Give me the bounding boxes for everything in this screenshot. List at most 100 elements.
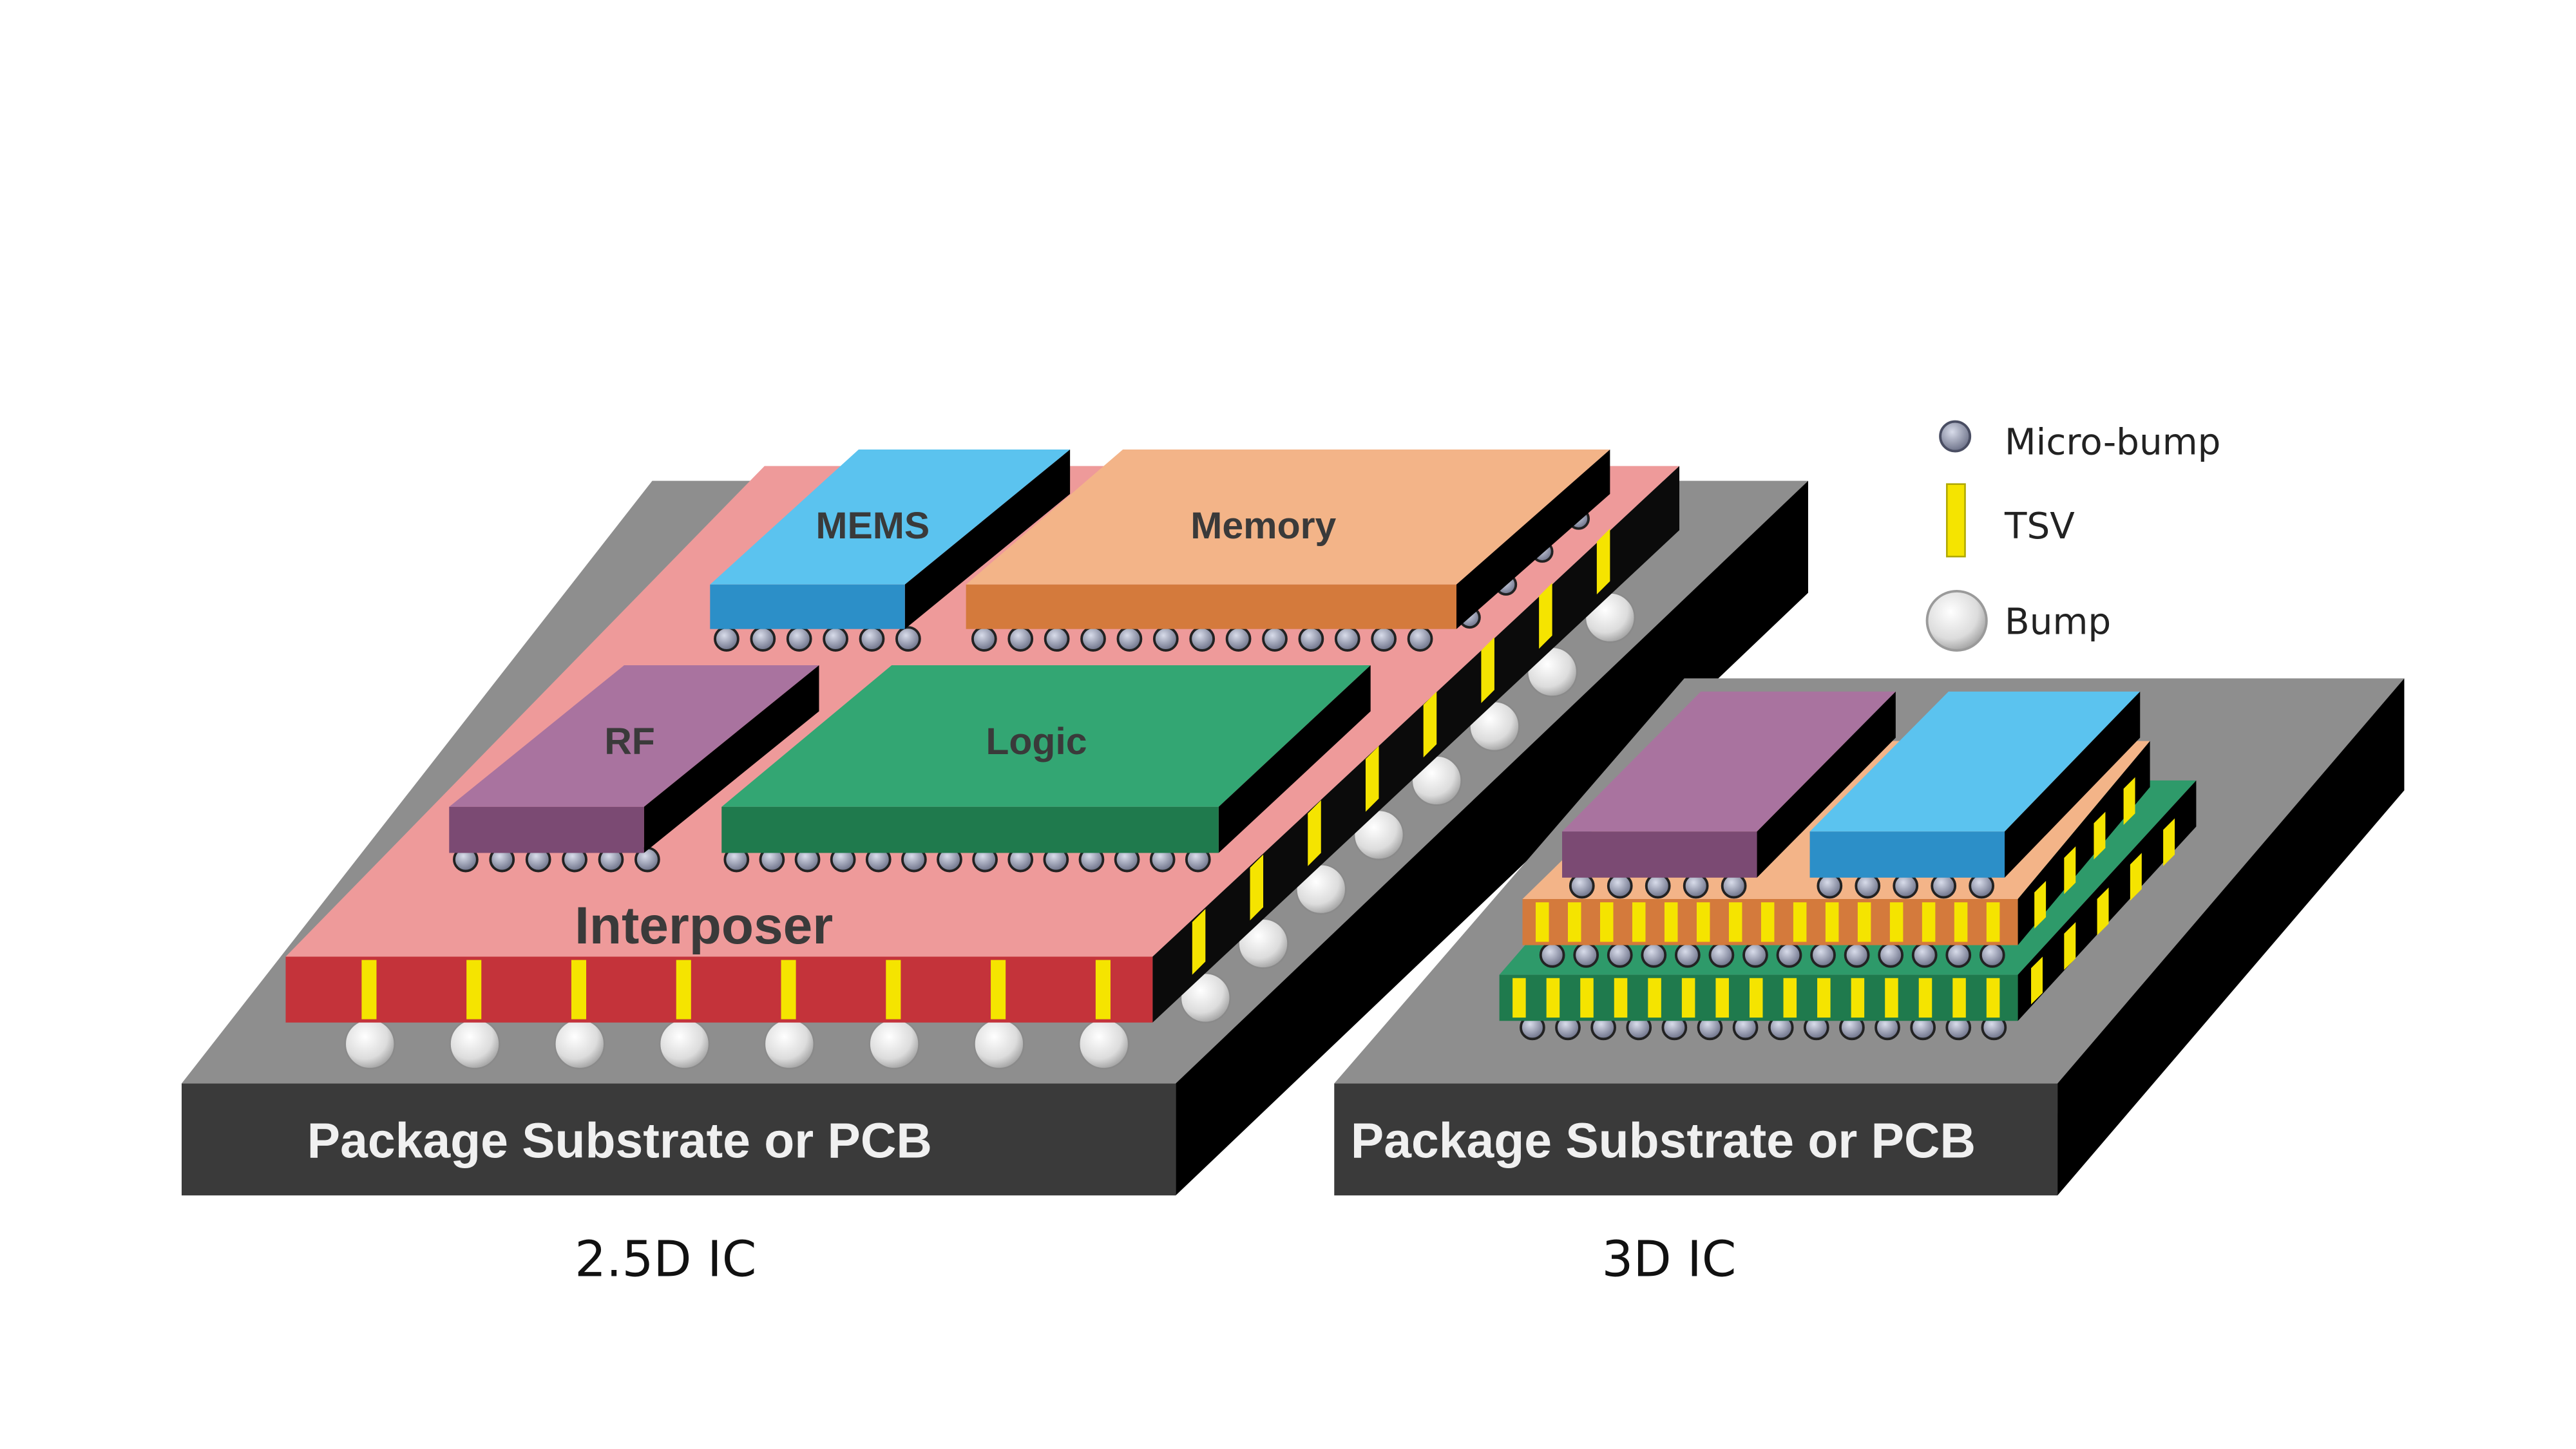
caption-2-5d: 2.5D IC: [575, 1231, 756, 1289]
micro-bump: [823, 626, 848, 652]
micro-bump: [1152, 626, 1179, 652]
top-die-purple: [1562, 691, 1896, 878]
tsv: [1599, 902, 1614, 942]
micro-bump: [1721, 873, 1747, 899]
tsv: [1095, 960, 1111, 1019]
tsv: [1952, 978, 1966, 1018]
tsv: [1817, 978, 1831, 1018]
micro-bump: [1569, 873, 1595, 899]
purple-die-side: [1757, 691, 1896, 878]
bump: [344, 1018, 396, 1070]
right-substrate-side: [2057, 678, 2405, 1196]
micro-bump: [895, 626, 921, 652]
top-die-blue: [1809, 691, 2141, 878]
tsv: [1825, 902, 1839, 942]
blue-die-front: [1809, 831, 2005, 878]
caption-3d: 3D IC: [1602, 1231, 1737, 1289]
bump: [449, 1018, 501, 1070]
micro-bump-icon: [1939, 420, 1972, 453]
micro-bump: [1225, 626, 1252, 652]
legend-label-micro-bump: Micro-bump: [2005, 422, 2220, 464]
tsv: [991, 960, 1006, 1019]
interposer-tsvs: [361, 528, 1610, 1019]
tsv: [1512, 978, 1526, 1018]
interposer-label: Interposer: [575, 896, 833, 955]
tsv: [361, 960, 377, 1019]
memory-top: [966, 450, 1610, 585]
tsv: [1632, 902, 1646, 942]
tsv: [1681, 978, 1695, 1018]
tsv: [1885, 978, 1898, 1018]
micro-bump: [1607, 942, 1633, 968]
memory-side: [1456, 450, 1610, 629]
micro-bump: [971, 626, 997, 652]
bump: [868, 1018, 920, 1070]
right-3d-assembly: Package Substrate or PCB: [1334, 678, 2405, 1289]
micro-bump: [1878, 942, 1904, 968]
micro-bump: [1844, 942, 1870, 968]
tsv: [2123, 777, 2135, 825]
micro-bump: [1607, 873, 1633, 899]
tsv: [1664, 902, 1678, 942]
left-substrate-side: [1176, 480, 1808, 1196]
chip-memory: Memory: [966, 450, 1610, 629]
right-substrate-front: [1334, 1083, 2058, 1196]
tsv: [1568, 902, 1581, 942]
legend-item-bump: Bump: [1925, 589, 2111, 652]
tsv: [1192, 909, 1206, 975]
right-substrate-label: Package Substrate or PCB: [1351, 1113, 1976, 1169]
tsv: [1851, 978, 1865, 1018]
micro-bump: [1855, 873, 1881, 899]
legend: Micro-bump TSV Bump: [1925, 420, 2220, 652]
chip-logic: Logic: [721, 665, 1371, 853]
micro-bump: [1674, 942, 1701, 968]
tsv: [1546, 978, 1560, 1018]
chip-mems: MEMS: [710, 450, 1071, 629]
tsv: [2031, 956, 2043, 1005]
micro-bump: [714, 626, 739, 652]
logic-front: [721, 806, 1219, 853]
legend-item-tsv: TSV: [1946, 483, 2075, 558]
tsv: [1536, 902, 1549, 942]
micro-bump: [1742, 942, 1768, 968]
micro-bump: [1817, 873, 1843, 899]
tsv: [1715, 978, 1729, 1018]
rf-label: RF: [604, 721, 655, 762]
tsv: [781, 960, 796, 1019]
tsv: [676, 960, 691, 1019]
bottom-die-micro-bumps: [1520, 1014, 2007, 1041]
blue-die-side: [2005, 691, 2141, 878]
micro-bump: [1931, 873, 1957, 899]
bump: [973, 1018, 1025, 1070]
tsv: [1749, 978, 1763, 1018]
bump: [658, 1018, 711, 1070]
legend-label-tsv: TSV: [2004, 506, 2075, 547]
middle-die-micro-bumps: [1539, 942, 2005, 968]
micro-bump: [1776, 942, 1802, 968]
tsv: [1614, 978, 1628, 1018]
tsv: [1539, 583, 1552, 649]
tsv: [1793, 902, 1807, 942]
tsv: [1481, 637, 1494, 703]
blue-die-top: [1809, 691, 2141, 832]
tsv: [1696, 902, 1710, 942]
logic-side: [1218, 665, 1371, 853]
rf-side: [644, 665, 819, 853]
micro-bump: [1810, 942, 1836, 968]
mems-top: [710, 450, 1071, 585]
micro-bump: [1262, 626, 1288, 652]
micro-bump: [1007, 626, 1034, 652]
tsv: [1889, 902, 1903, 942]
legend-label-bump: Bump: [2005, 601, 2111, 643]
purple-die-top: [1562, 691, 1896, 832]
logic-top: [721, 665, 1371, 807]
tsv: [1922, 902, 1936, 942]
micro-bump: [1298, 626, 1324, 652]
left-substrate-front: [181, 1083, 1176, 1196]
legend-item-micro-bump: Micro-bump: [1939, 420, 2220, 464]
tsv: [1648, 978, 1661, 1018]
micro-bump: [859, 626, 885, 652]
micro-bump: [1708, 942, 1735, 968]
bump: [1078, 1018, 1130, 1070]
